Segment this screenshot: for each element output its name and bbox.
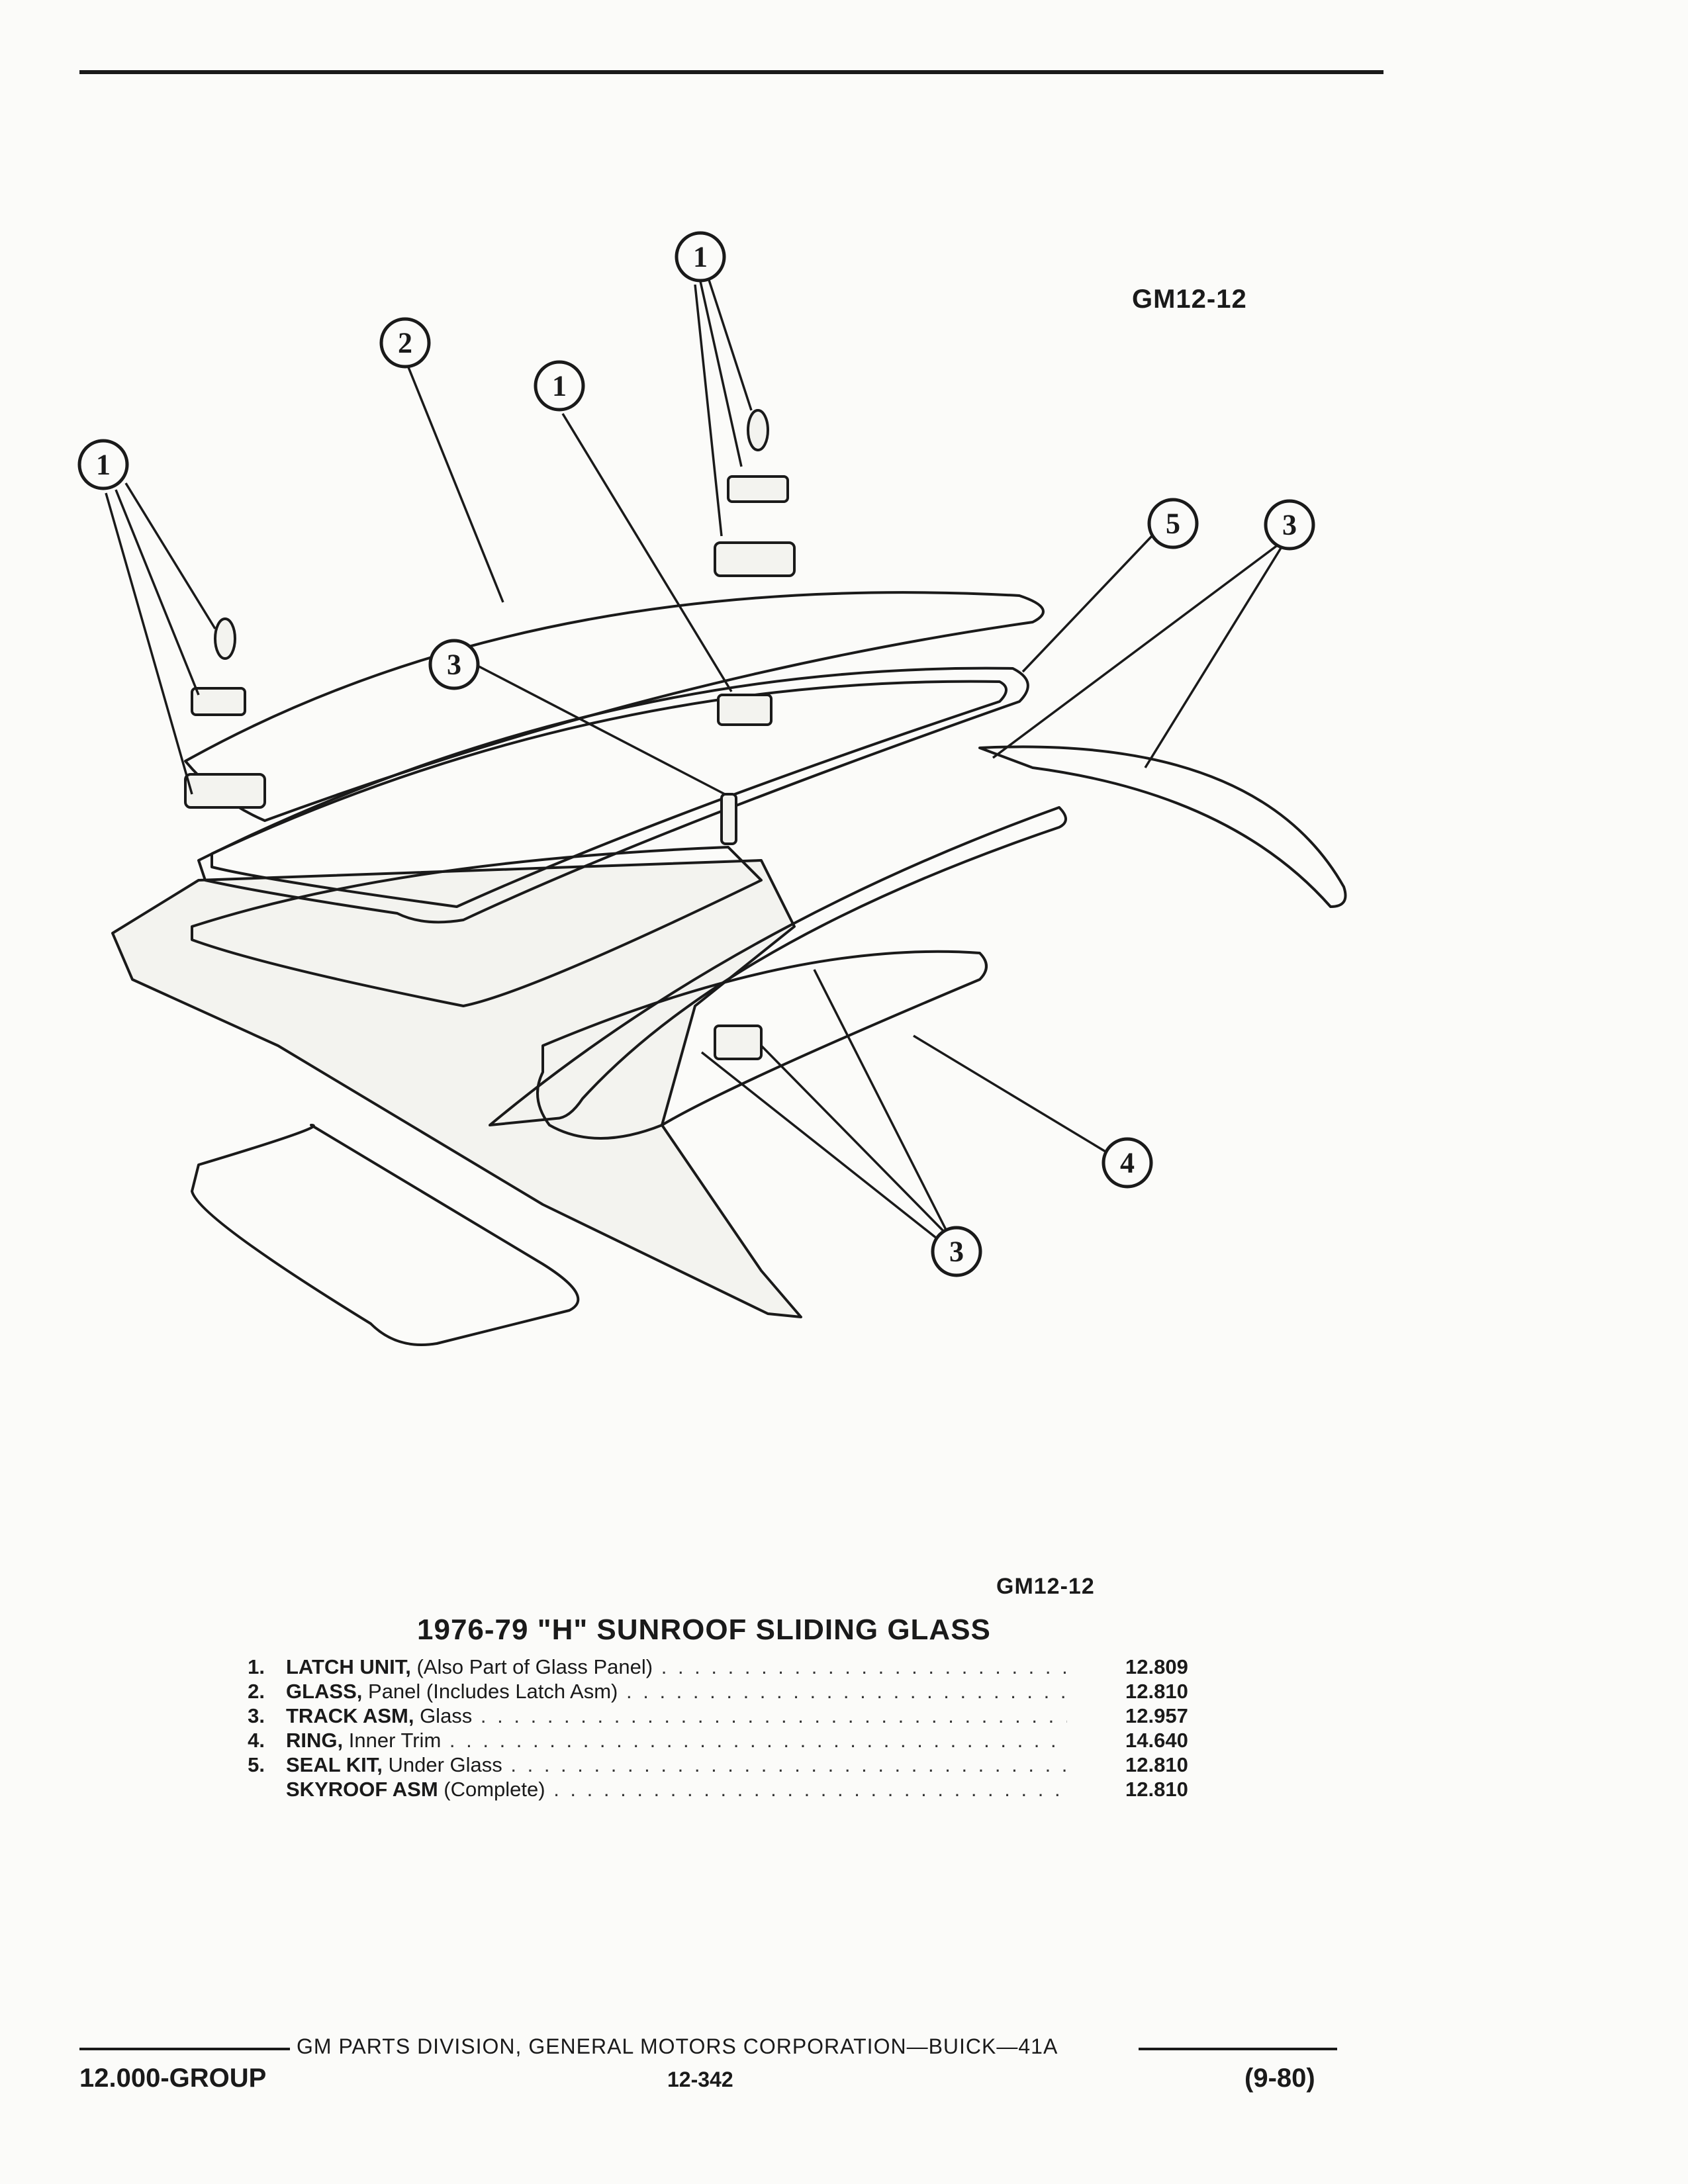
parts-row: SKYROOF ASM (Complete) . . . . . . . . .… (225, 1777, 1218, 1801)
part-name: RING, (286, 1729, 344, 1752)
part-number: 5. (248, 1753, 265, 1776)
part-number: 2. (248, 1680, 265, 1703)
roof-panel (111, 859, 802, 1318)
svg-text:1: 1 (693, 241, 708, 273)
page-number: 12-342 (667, 2068, 733, 2091)
footer-group: 12.000-GROUP (79, 2064, 267, 2093)
callout-5: 5 (1147, 498, 1199, 549)
callout-2: 2 (379, 317, 431, 369)
screw-top (747, 409, 769, 451)
part-description: (Also Part of Glass Panel) (410, 1655, 653, 1678)
part-code: 12.957 (1125, 1704, 1188, 1727)
part-code: 12.810 (1125, 1753, 1188, 1776)
footer-rule-left (79, 2048, 290, 2050)
top-rule (79, 70, 1383, 74)
callout-4: 4 (1102, 1137, 1153, 1189)
latch-left-base (184, 773, 266, 809)
callout-1-center: 1 (534, 360, 585, 412)
seal-kit-outer (197, 666, 1029, 924)
dot-leader: . . . . . . . . . . . . . . . . . . . . … (553, 1778, 1067, 1801)
part-code: 12.810 (1125, 1778, 1188, 1801)
part-code: 12.810 (1125, 1680, 1188, 1703)
track-asm-inner (489, 806, 1067, 1126)
svg-text:3: 3 (447, 649, 461, 681)
part-name: SKYROOF ASM (286, 1778, 438, 1801)
parts-list-title: 1976-79 "H" SUNROOF SLIDING GLASS (417, 1614, 991, 1646)
parts-row: 1. LATCH UNIT, (Also Part of Glass Panel… (225, 1655, 1218, 1679)
lower-inner-ring (536, 950, 988, 1140)
part-name: GLASS, (286, 1680, 363, 1703)
svg-text:2: 2 (398, 327, 412, 359)
latch-top-base (714, 541, 796, 577)
callout-3-right: 3 (1264, 499, 1315, 551)
part-name: LATCH UNIT, (286, 1655, 411, 1678)
part-description: Inner Trim (343, 1729, 442, 1752)
seal-kit-inner (211, 680, 1008, 908)
latch-top (727, 475, 789, 503)
svg-text:1: 1 (96, 449, 111, 481)
dot-leader: . . . . . . . . . . . . . . . . . . . . … (626, 1680, 1067, 1703)
callout-3-left: 3 (428, 639, 480, 690)
callout-3-bottom: 3 (931, 1226, 982, 1277)
figure-code-top: GM12-12 (1132, 285, 1247, 314)
latch-center (717, 694, 773, 726)
footer-publisher: GM PARTS DIVISION, GENERAL MOTORS CORPOR… (297, 2034, 1058, 2058)
screw-left (214, 617, 236, 660)
trim-ring (191, 846, 763, 1007)
pin-center (720, 793, 737, 845)
track-slide (714, 1024, 763, 1060)
part-description: (Complete) (438, 1778, 545, 1801)
latch-left (191, 687, 246, 716)
part-name: TRACK ASM, (286, 1704, 414, 1727)
callout-1-left: 1 (77, 439, 129, 490)
part-number: 3. (248, 1704, 265, 1727)
part-description: Under Glass (382, 1753, 502, 1776)
part-code: 12.809 (1125, 1655, 1188, 1678)
parts-row: 3. TRACK ASM, Glass . . . . . . . . . . … (225, 1704, 1218, 1728)
part-number: 1. (248, 1655, 265, 1678)
glass-panel (184, 591, 1045, 822)
svg-text:4: 4 (1120, 1147, 1135, 1179)
svg-text:3: 3 (1282, 509, 1297, 541)
dot-leader: . . . . . . . . . . . . . . . . . . . . … (449, 1729, 1067, 1752)
dot-leader: . . . . . . . . . . . . . . . . . . . . … (661, 1655, 1067, 1678)
callout-1-top: 1 (675, 231, 726, 283)
lower-trim-frame (191, 1124, 580, 1346)
parts-row: 2. GLASS, Panel (Includes Latch Asm) . .… (225, 1679, 1218, 1704)
part-number: 4. (248, 1729, 265, 1752)
part-description: Panel (Includes Latch Asm) (362, 1680, 618, 1703)
parts-row: 5. SEAL KIT, Under Glass . . . . . . . .… (225, 1752, 1218, 1777)
dot-leader: . . . . . . . . . . . . . . . . . . . . … (480, 1704, 1067, 1727)
dot-leader: . . . . . . . . . . . . . . . . . . . . … (510, 1753, 1067, 1776)
part-code: 14.640 (1125, 1729, 1188, 1752)
svg-text:5: 5 (1166, 508, 1180, 540)
svg-text:1: 1 (552, 370, 567, 402)
footer-rule-right (1139, 2048, 1337, 2050)
figure-code-bottom: GM12-12 (996, 1574, 1095, 1599)
svg-text:3: 3 (949, 1236, 964, 1268)
footer-date: (9-80) (1244, 2064, 1315, 2093)
part-name: SEAL KIT, (286, 1753, 383, 1776)
part-description: Glass (414, 1704, 473, 1727)
parts-row: 4. RING, Inner Trim . . . . . . . . . . … (225, 1728, 1218, 1752)
track-asm-long (978, 745, 1347, 908)
parts-list: 1. LATCH UNIT, (Also Part of Glass Panel… (225, 1655, 1218, 1801)
